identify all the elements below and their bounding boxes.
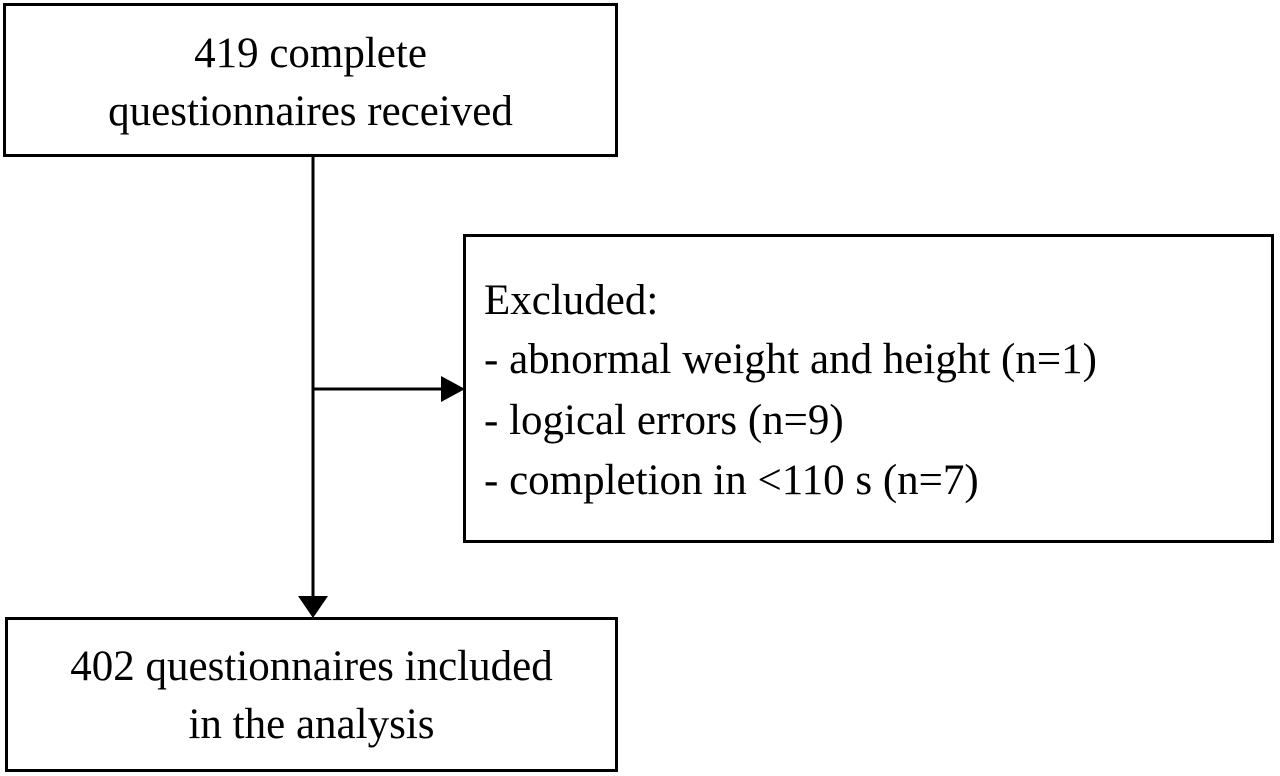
- received-line-1: 419 complete: [194, 30, 427, 77]
- included-line-1: 402 questionnaires included: [70, 643, 553, 690]
- down-arrowhead: [298, 596, 328, 618]
- received-line-2: questionnaires received: [108, 88, 513, 135]
- included-line-2: in the analysis: [188, 701, 435, 748]
- excluded-heading: Excluded:: [484, 277, 659, 324]
- questionnaires-received-box: 419 complete questionnaires received: [3, 3, 618, 157]
- excluded-reason-fast-completion: - completion in <110 s (n=7): [484, 457, 979, 504]
- excluded-reason-logical-errors: - logical errors (n=9): [484, 397, 844, 444]
- included-text: 402 questionnaires included in the analy…: [8, 638, 615, 754]
- excluded-reason-abnormal-weight-height: - abnormal weight and height (n=1): [484, 336, 1097, 383]
- excluded-box: Excluded: - abnormal weight and height (…: [463, 234, 1274, 543]
- received-text: 419 complete questionnaires received: [6, 25, 615, 141]
- right-arrowhead: [441, 376, 465, 402]
- questionnaires-included-box: 402 questionnaires included in the analy…: [5, 617, 618, 772]
